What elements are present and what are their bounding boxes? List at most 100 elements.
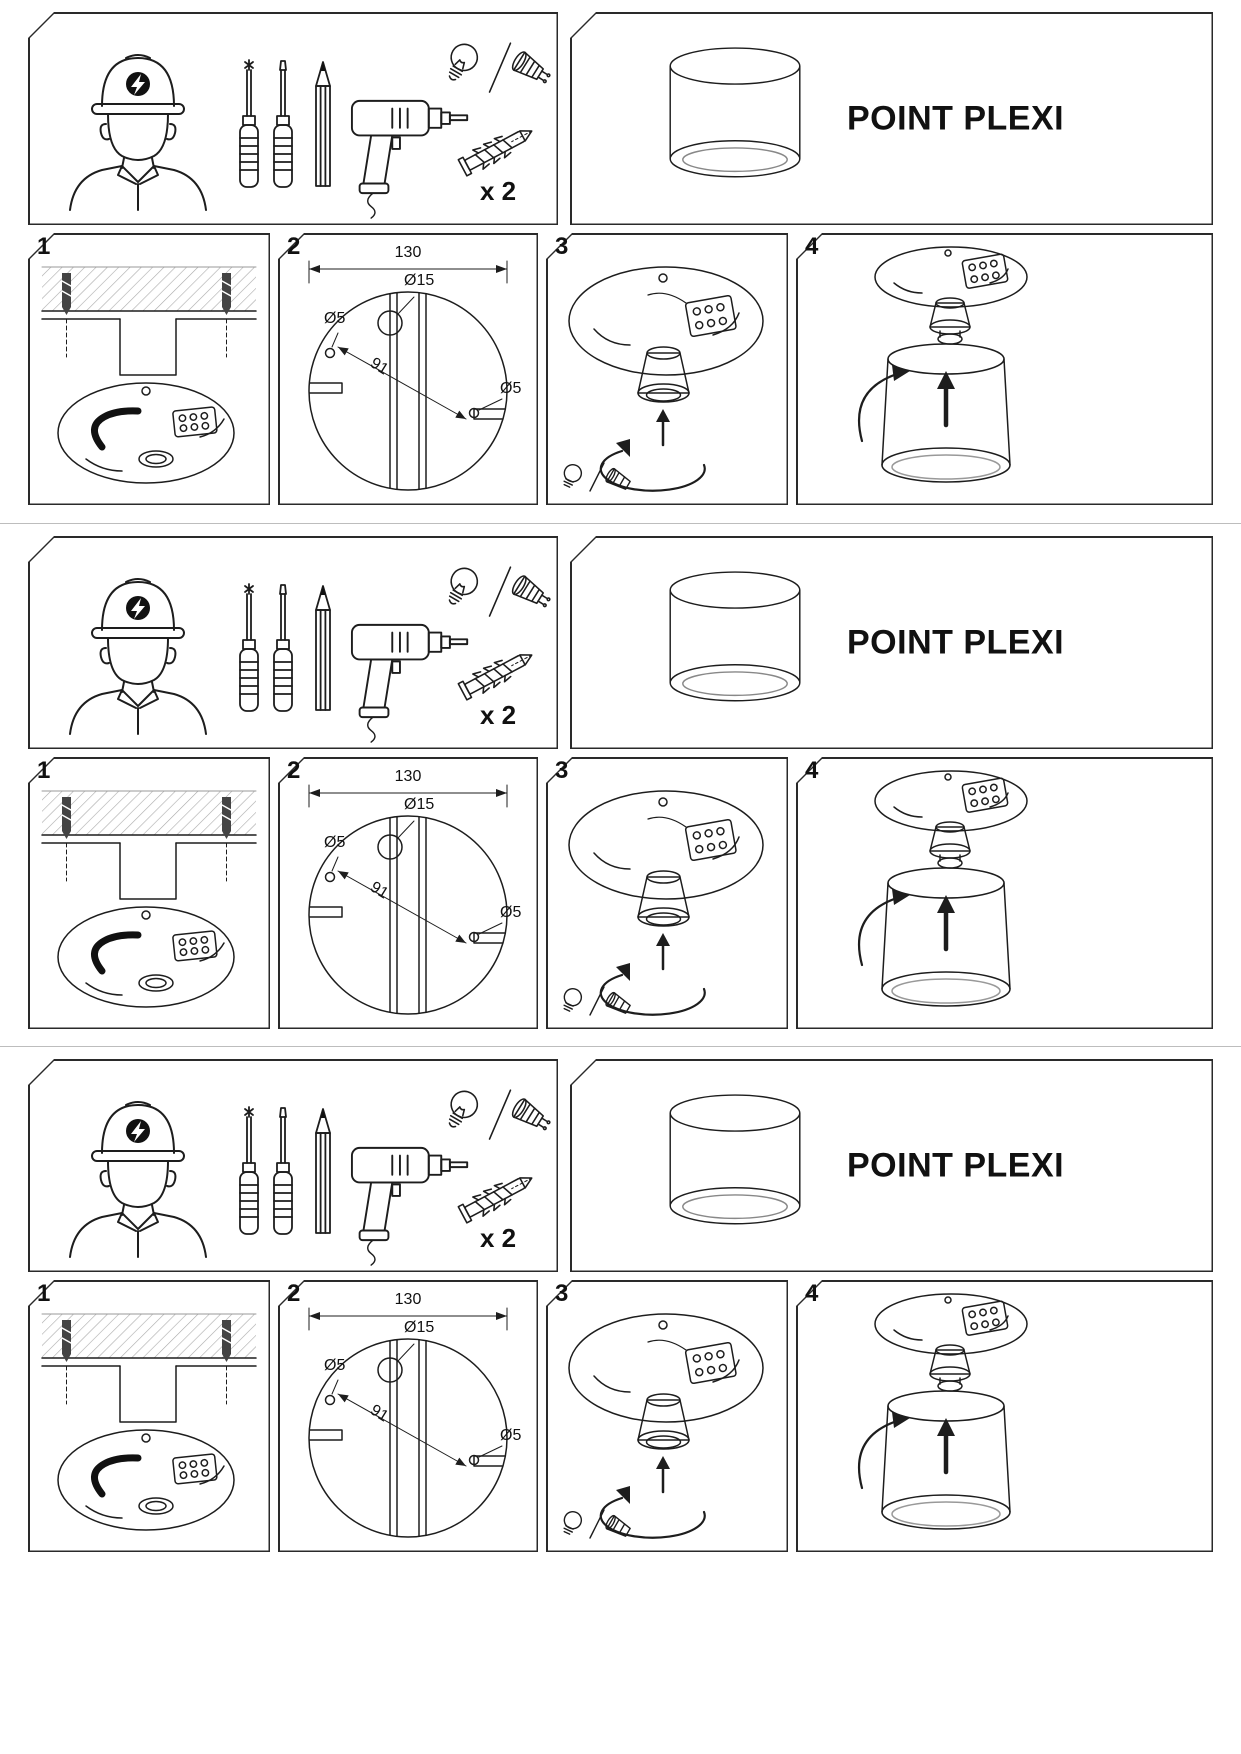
product-title: POINT PLEXI [847,99,1065,137]
panel-frame [28,536,558,749]
dim-right-hole-label: Ø5 [500,1427,522,1444]
product-panel: POINT PLEXI [570,12,1213,225]
product-panel-content: POINT PLEXI [570,536,1213,749]
product-title: POINT PLEXI [847,1146,1065,1184]
bulb-options-icon [444,562,555,617]
step-1-content: 1 [28,233,270,505]
screwdrivers-pencil-icon [239,583,331,712]
screwdrivers-pencil-icon [239,1106,331,1235]
step-number: 4 [805,757,819,784]
panel-inner [29,1060,557,1271]
panel-inner [279,1281,537,1551]
wall-plug-icon [456,1167,538,1226]
step-4-panel: 4 [796,757,1213,1029]
step-4-content: 4 [796,233,1213,505]
bulb-options-icon [444,1085,555,1140]
step-1-content: 1 [28,1280,270,1552]
ceiling-mounting-diagram [28,1280,270,1552]
step-3-panel: 3 [546,1280,788,1552]
step-1-panel: 1 [28,233,270,505]
dim-right-hole-label: Ø5 [500,904,522,921]
step-4-panel: 4 [796,233,1213,505]
panel-inner [279,234,537,504]
panel-frame [278,1280,538,1552]
dim-center-hole-label: Ø15 [404,796,435,813]
step-3-content: 3 [546,233,788,505]
dim-right-hole-label: Ø5 [500,380,522,397]
bulb-options-icon [444,38,555,93]
panel-frame [28,1059,558,1272]
steps-row: 1 2 130 Ø15 Ø5 Ø5 91 3 [28,233,1213,505]
dim-width-label: 130 [394,768,422,785]
step-2-panel: 2 130 Ø15 Ø5 Ø5 91 [278,233,538,505]
ceiling-mounting-diagram [28,757,270,1029]
instruction-section: x 2 POINT PLEXI 1 [0,0,1241,523]
step-3-content: 3 [546,1280,788,1552]
step-2-content: 2 130 Ø15 Ø5 Ø5 91 [278,1280,538,1552]
panel-inner [571,1060,1212,1271]
product-cylinder-drawing [669,1094,801,1225]
electrician-icon [69,578,207,735]
top-row: x 2 POINT PLEXI [28,536,1213,749]
step-2-content: 2 130 Ø15 Ø5 Ø5 91 [278,757,538,1029]
step-3-panel: 3 [546,233,788,505]
wall-plug-quantity-label: x 2 [480,1223,517,1253]
shade-attachment-diagram [796,233,1213,505]
steps-row: 1 2 130 Ø15 Ø5 Ø5 91 3 [28,1280,1213,1552]
product-panel-content: POINT PLEXI [570,12,1213,225]
dim-center-hole-label: Ø15 [404,1319,435,1336]
dim-center-hole-label: Ø15 [404,272,435,289]
electrician-icon [69,54,207,211]
step-4-content: 4 [796,757,1213,1029]
panel-inner [279,758,537,1028]
electrician-icon [69,1101,207,1258]
step-2-panel: 2 130 Ø15 Ø5 Ø5 91 [278,1280,538,1552]
step-number: 3 [555,233,569,260]
step-number: 2 [287,757,301,784]
top-row: x 2 POINT PLEXI [28,1059,1213,1272]
step-2-panel: 2 130 Ø15 Ø5 Ø5 91 [278,757,538,1029]
tools-panel-content: x 2 [28,12,558,225]
tools-required-panel: x 2 [28,536,558,749]
panel-frame [570,1059,1213,1272]
ceiling-mounting-diagram [28,233,270,505]
product-cylinder-drawing [669,571,801,702]
tools-panel-content: x 2 [28,1059,558,1272]
tools-required-panel: x 2 [28,1059,558,1272]
panel-frame [546,757,788,1029]
dim-width-label: 130 [394,1291,422,1308]
panel-frame [278,233,538,505]
top-row: x 2 POINT PLEXI [28,12,1213,225]
tools-panel-content: x 2 [28,536,558,749]
step-number: 1 [37,233,51,260]
socket-rotation-diagram [557,789,765,1018]
step-number: 4 [805,1280,819,1307]
shade-attachment-diagram [796,1280,1213,1552]
panel-frame [570,536,1213,749]
dim-left-hole-label: Ø5 [324,1357,346,1374]
step-number: 4 [805,233,819,260]
step-number: 1 [37,1280,51,1307]
instruction-section: x 2 POINT PLEXI 1 [0,523,1241,1046]
wall-plug-quantity-label: x 2 [480,176,517,206]
step-3-content: 3 [546,757,788,1029]
step-number: 2 [287,233,301,260]
instruction-section: x 2 POINT PLEXI 1 [0,1046,1241,1569]
product-panel: POINT PLEXI [570,1059,1213,1272]
panel-frame [278,757,538,1029]
dim-width-label: 130 [394,244,422,261]
dim-left-hole-label: Ø5 [324,310,346,327]
tools-required-panel: x 2 [28,12,558,225]
step-4-content: 4 [796,1280,1213,1552]
product-title: POINT PLEXI [847,623,1065,661]
product-panel-content: POINT PLEXI [570,1059,1213,1272]
dim-left-hole-label: Ø5 [324,834,346,851]
step-1-panel: 1 [28,757,270,1029]
step-2-content: 2 130 Ø15 Ø5 Ø5 91 [278,233,538,505]
product-panel: POINT PLEXI [570,536,1213,749]
shade-attachment-diagram [796,757,1213,1029]
panel-inner [571,13,1212,224]
panel-inner [29,537,557,748]
step-number: 3 [555,757,569,784]
